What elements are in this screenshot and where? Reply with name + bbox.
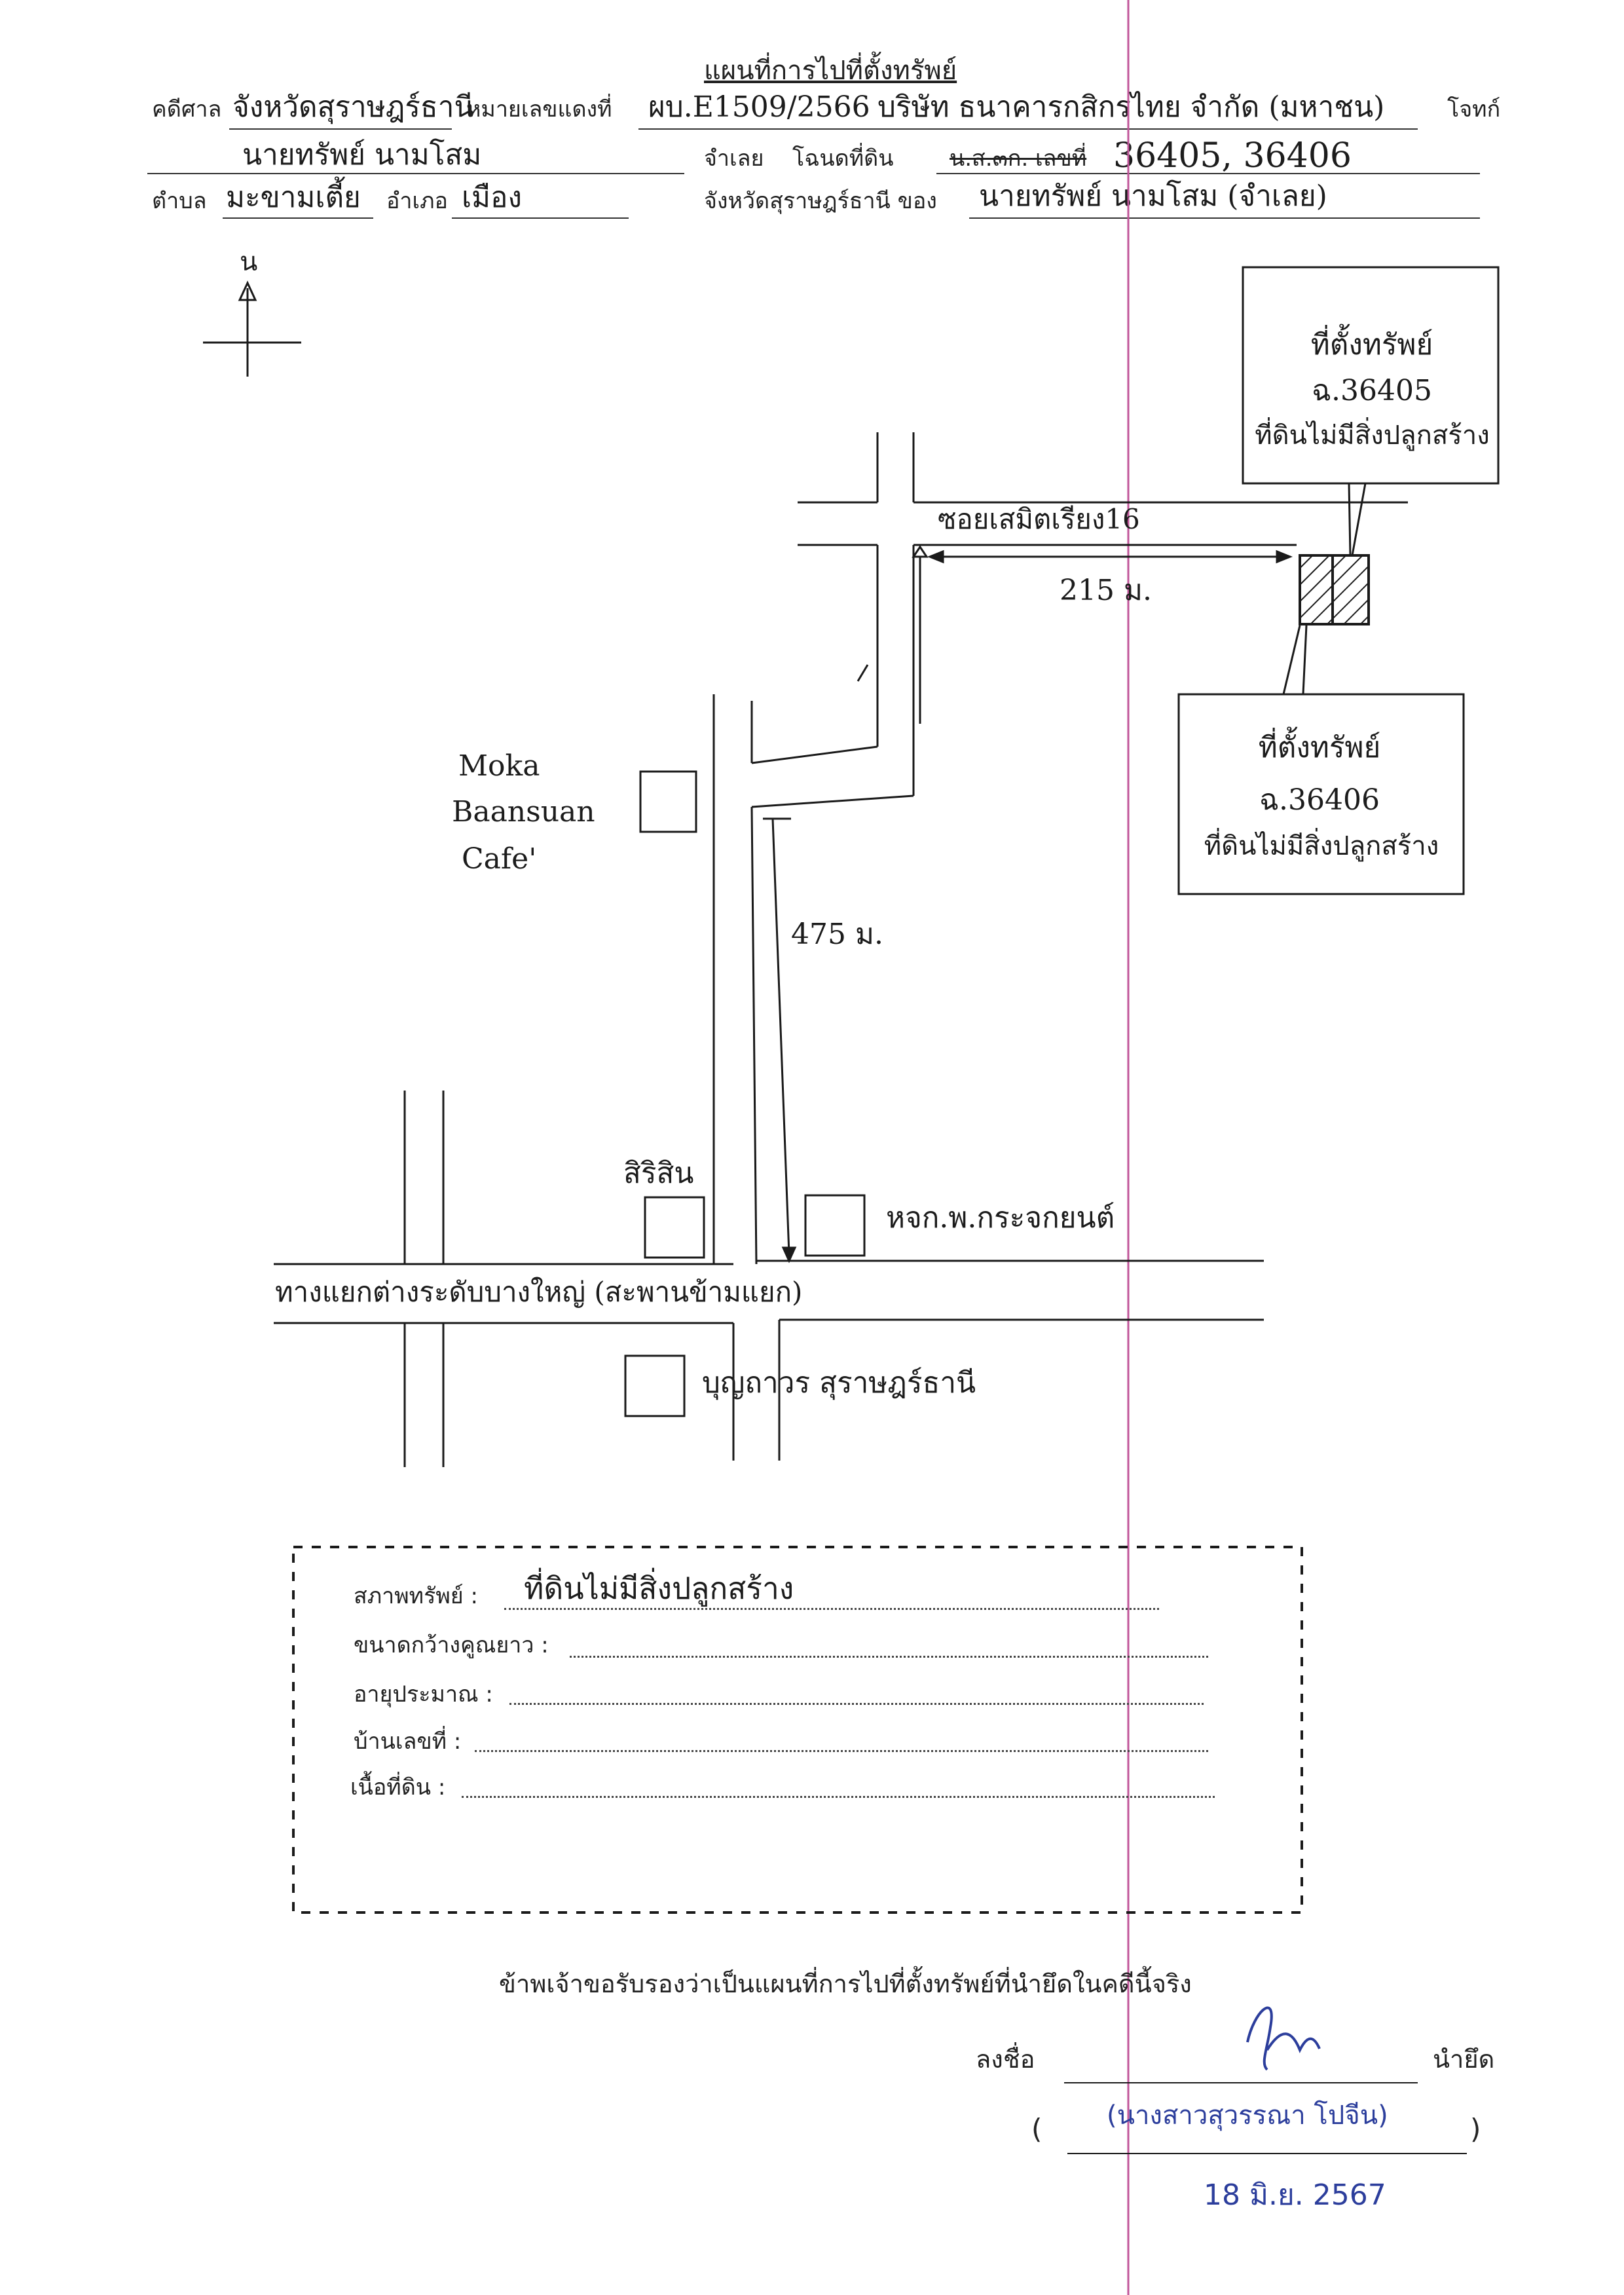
landmark-boxes xyxy=(624,770,866,1417)
court-value: จังหวัดสุราษฎร์ธานี xyxy=(232,90,474,124)
certification-statement: ข้าพเจ้าขอรับรองว่าเป็นแผนที่การไปที่ตั้… xyxy=(499,1969,1192,1998)
case-underline xyxy=(638,128,1418,130)
case-value: ผบ.E1509/2566 xyxy=(648,90,870,124)
court-label: คดีศาล xyxy=(152,96,222,122)
paren-open: ( xyxy=(1031,2113,1043,2145)
plaintiff-label: โจทก์ xyxy=(1447,96,1501,122)
landmark-cafe-line-2: Baansuan xyxy=(452,795,595,829)
parcel-36406 xyxy=(1331,554,1370,625)
tambon-value: มะขามเตี้ย xyxy=(226,181,361,214)
defendant-underline xyxy=(147,173,684,174)
sign-label: ลงชื่อ xyxy=(976,2045,1035,2074)
tambon-underline xyxy=(223,217,373,219)
info-box-border xyxy=(292,1546,1303,1914)
hang-box xyxy=(804,1194,866,1257)
deed-number: 36405, 36406 xyxy=(1113,136,1352,176)
owner-underline xyxy=(969,217,1480,219)
boonthavorn-box xyxy=(624,1354,686,1417)
parcel-36405 xyxy=(1299,554,1334,625)
property-parcels xyxy=(1299,554,1370,625)
amphoe-value: เมือง xyxy=(462,181,522,214)
signer-role: นำยึด xyxy=(1433,2045,1495,2074)
landmark-cafe-line-3: Cafe' xyxy=(462,842,537,876)
landmark-sirisin: สิริสิน xyxy=(623,1157,694,1190)
callout-a-line-1: ที่ตั้งทรัพย์ xyxy=(1310,328,1433,362)
landmark-hang: หจก.พ.กระจกยนต์ xyxy=(886,1201,1115,1235)
amphoe-label: อำเภอ xyxy=(386,188,448,214)
callout-b-line-1: ที่ตั้งทรัพย์ xyxy=(1258,731,1381,764)
callout-box-b xyxy=(1177,625,1465,895)
info-label-house-no: บ้านเลขที่ : xyxy=(354,1728,462,1755)
info-label-size: ขนาดกว้างคูณยาว : xyxy=(354,1632,549,1658)
street-label-soi: ซอยเสมิตเรียง16 xyxy=(938,503,1140,535)
info-line-age xyxy=(509,1703,1204,1705)
court-underline xyxy=(229,128,452,130)
owner-value: นายทรัพย์ นามโสม (จำเลย) xyxy=(979,179,1327,213)
deed-label: โฉนดที่ดิน xyxy=(792,145,894,172)
document-title: แผนที่การไปที่ตั้งทรัพย์ xyxy=(704,56,957,86)
paren-close: ) xyxy=(1470,2113,1481,2145)
north-arrow-icon xyxy=(203,280,301,377)
callout-a-line-2: ฉ.36405 xyxy=(1312,374,1432,407)
date-stamp: 18 มิ.ย. 2567 xyxy=(1204,2178,1386,2212)
info-label-area: เนื้อที่ดิน : xyxy=(350,1774,446,1801)
deed-struck-label: น.ส.๓ก. เลขที่ xyxy=(950,145,1087,172)
callout-box-a xyxy=(1242,266,1500,556)
info-line-house-no xyxy=(475,1750,1208,1752)
tambon-label: ตำบล xyxy=(152,188,207,214)
distance-475: 475 ม. xyxy=(791,918,883,951)
info-line-size xyxy=(570,1656,1208,1658)
landmark-boonthavorn: บุญถาวร สุราษฎร์ธานี xyxy=(702,1366,976,1400)
cafe-box xyxy=(639,770,697,833)
route-arrows xyxy=(763,545,1293,1263)
north-label: น xyxy=(240,247,258,277)
signer-name: (นางสาวสุวรรณา โปจีน) xyxy=(1107,2100,1388,2131)
info-label-age: อายุประมาณ : xyxy=(354,1681,493,1707)
plaintiff-value: บริษัท ธนาคารกสิกรไทย จำกัด (มหาชน) xyxy=(877,90,1385,124)
callout-b-line-2: ฉ.36406 xyxy=(1259,783,1380,817)
deed-underline xyxy=(936,173,1480,174)
amphoe-underline xyxy=(452,217,629,219)
distance-215: 215 ม. xyxy=(1060,574,1152,607)
defendant-value: นายทรัพย์ นามโสม xyxy=(242,138,482,172)
info-value-condition: ที่ดินไม่มีสิ่งปลูกสร้าง xyxy=(524,1571,794,1606)
callout-b-line-3: ที่ดินไม่มีสิ่งปลูกสร้าง xyxy=(1204,831,1439,861)
landmark-cafe-line-1: Moka xyxy=(458,749,540,783)
road-network xyxy=(274,432,1408,1467)
signature-scribble xyxy=(1246,2006,1321,2071)
info-label-condition: สภาพทรัพย์ : xyxy=(354,1583,478,1609)
province-label: จังหวัดสุราษฎร์ธานี ของ xyxy=(704,188,937,214)
callout-a-line-3: ที่ดินไม่มีสิ่งปลูกสร้าง xyxy=(1255,420,1490,451)
info-line-condition xyxy=(504,1608,1159,1610)
sirisin-box xyxy=(644,1196,705,1259)
info-line-area xyxy=(462,1796,1215,1798)
defendant-label: จำเลย xyxy=(704,145,764,172)
main-road-label: ทางแยกต่างระดับบางใหญ่ (สะพานข้ามแยก) xyxy=(275,1276,803,1308)
case-label: หมายเลขแดงที่ xyxy=(466,96,612,122)
